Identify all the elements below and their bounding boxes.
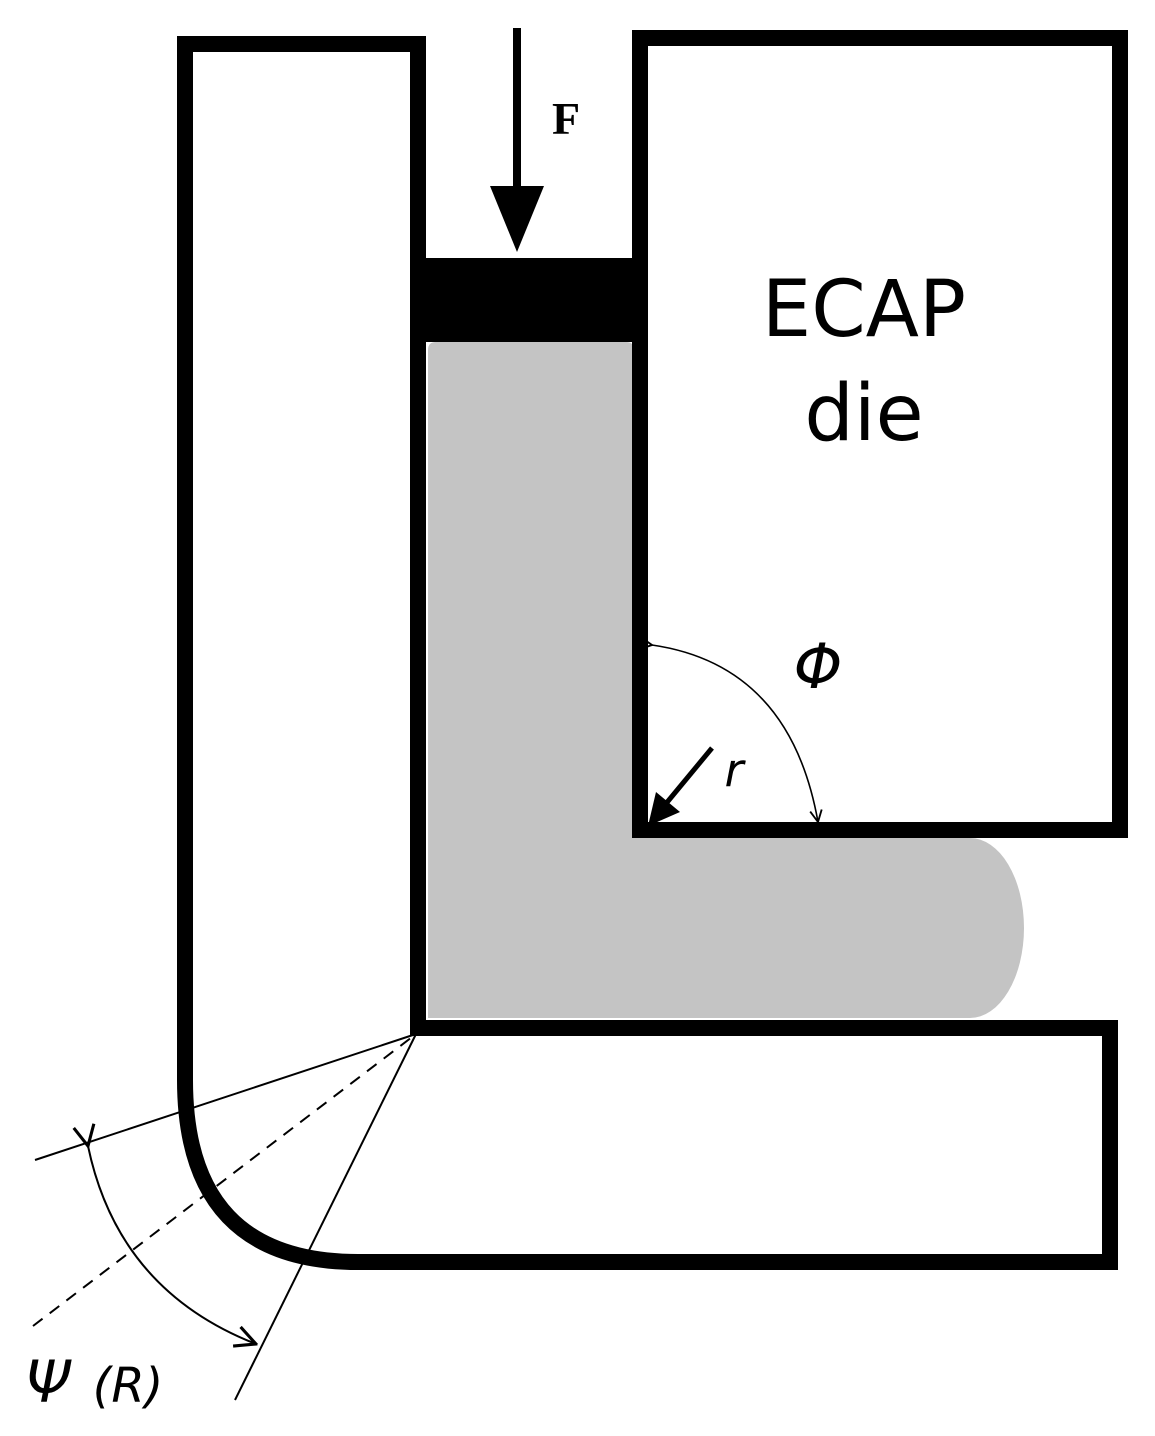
force-arrow-head (490, 186, 544, 252)
force-label: F (552, 93, 580, 144)
psi-tangent-line-2 (234, 1033, 417, 1401)
psi-angle-arc (88, 1146, 256, 1344)
r-arrow-head (648, 792, 680, 826)
psi-label: Ψ (25, 1348, 72, 1416)
phi-label: Φ (794, 630, 843, 703)
plunger (418, 258, 640, 342)
psi-paren-label: (R) (93, 1358, 164, 1414)
phi-angle-arc (652, 645, 818, 822)
billet (428, 342, 1024, 1018)
die-label-line1: ECAP (762, 265, 966, 355)
r-arrow-shaft (662, 746, 714, 808)
psi-tangent-line-1 (34, 1033, 417, 1161)
r-label: r (725, 743, 747, 797)
die-label-line2: die (804, 369, 923, 459)
psi-bisector-dashed (32, 1033, 417, 1327)
